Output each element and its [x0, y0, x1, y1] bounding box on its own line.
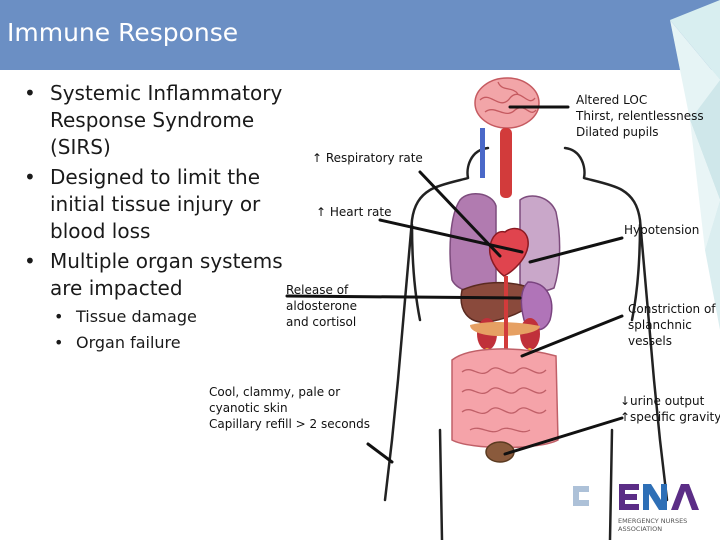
loc-line: Altered LOC	[576, 93, 648, 107]
bullet-dot: •	[24, 249, 36, 273]
sub-bullet-text: Organ failure	[76, 333, 181, 352]
bullet-text: Systemic Inflammatory Response Syndrome …	[50, 81, 283, 159]
splanchnic-line: splanchnic	[628, 318, 692, 332]
ena-line: ASSOCIATION	[618, 525, 663, 533]
brain	[474, 77, 540, 129]
urine-line: ↑specific gravity	[620, 410, 720, 424]
sub-bullet-item: • Tissue damage	[50, 304, 289, 330]
release-line: Release of	[286, 283, 349, 297]
splanchnic-line: Constriction of	[628, 302, 716, 316]
loc-label: Altered LOC Thirst, relentlessness Dilat…	[576, 92, 704, 140]
bullet-dot: •	[54, 307, 64, 326]
hypotension-label: Hypotension	[624, 223, 700, 237]
splanchnic-line: vessels	[628, 334, 672, 348]
skin-line: Cool, clammy, pale or	[209, 385, 341, 399]
skin-label: Cool, clammy, pale or cyanotic skin Capi…	[209, 384, 370, 432]
slide-title: Immune Response	[7, 18, 239, 47]
bullet-item: • Multiple organ systems are impacted • …	[24, 248, 289, 356]
respiratory-callout-line	[418, 170, 502, 258]
sub-bullet-text: Tissue damage	[76, 307, 197, 326]
skin-callout-line	[366, 442, 394, 464]
decorative-facets	[670, 0, 720, 330]
intestine-folds	[461, 367, 547, 433]
urine-callout-line	[503, 416, 624, 456]
skin-line: Capillary refill > 2 seconds	[209, 417, 371, 431]
bullet-text: Multiple organ systems are impacted	[50, 249, 283, 300]
body-outline	[383, 146, 669, 540]
ena-logo	[573, 484, 699, 510]
sub-bullet-item: • Organ failure	[50, 330, 289, 356]
splanchnic-label: Constriction of splanchnic vessels	[628, 301, 716, 349]
heart-callout-line	[378, 218, 524, 254]
callout-lines	[285, 105, 624, 464]
ena-association-text: EMERGENCY NURSES ASSOCIATION	[618, 517, 687, 533]
title-bar: Immune Response	[0, 0, 720, 70]
urine-label: ↓urine output ↑specific gravity	[620, 393, 720, 425]
bullet-list: • Systemic Inflammatory Response Syndrom…	[24, 80, 289, 359]
respiratory-rate-label: ↑ Respiratory rate	[312, 151, 423, 165]
hormone-release-label: Release of aldosterone and cortisol	[286, 282, 357, 330]
loc-line: Dilated pupils	[576, 125, 659, 139]
loc-line: Thirst, relentlessness	[576, 109, 704, 123]
urine-line: ↓urine output	[620, 394, 705, 408]
release-callout-line	[285, 294, 522, 300]
intestines	[451, 348, 559, 449]
bullet-item: • Designed to limit the initial tissue i…	[24, 164, 289, 245]
partner-logo-mark	[573, 486, 589, 506]
heart-rate-label: ↑ Heart rate	[316, 205, 392, 219]
release-line: and cortisol	[286, 315, 357, 329]
bullet-dot: •	[54, 333, 64, 352]
bullet-item: • Systemic Inflammatory Response Syndrom…	[24, 80, 289, 161]
bullet-dot: •	[24, 81, 36, 105]
skin-line: cyanotic skin	[209, 401, 288, 415]
bullet-dot: •	[24, 165, 36, 189]
splanchnic-callout-line	[520, 314, 624, 358]
sub-bullet-list: • Tissue damage • Organ failure	[50, 304, 289, 356]
hypotension-callout-line	[528, 236, 624, 264]
release-line: aldosterone	[286, 299, 357, 313]
trachea	[500, 128, 512, 198]
ena-line: EMERGENCY NURSES	[618, 517, 688, 525]
bullet-text: Designed to limit the initial tissue inj…	[50, 165, 261, 243]
jugular-vein	[480, 128, 485, 178]
